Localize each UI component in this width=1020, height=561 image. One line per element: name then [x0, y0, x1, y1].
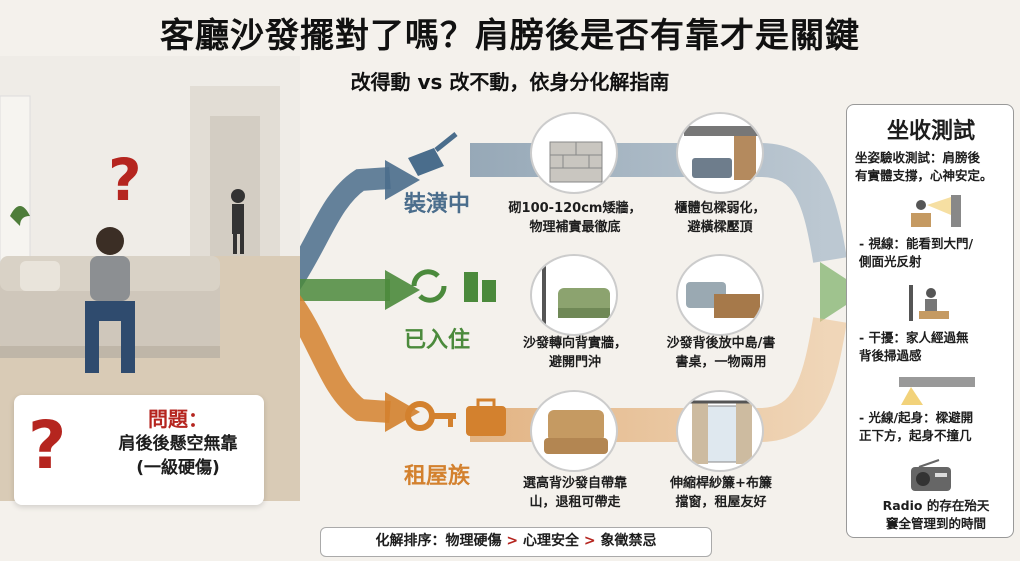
- caption-line: 擋窗，租屋友好: [675, 494, 767, 510]
- problem-line-2: (一級硬傷): [136, 457, 220, 478]
- caption-line: 沙發背後放中島/書: [666, 336, 776, 351]
- row-label-renter: 租屋族: [404, 464, 471, 489]
- test-light-standup: - 光線/起身：樑避開正下方，起身不撞几: [859, 409, 1013, 445]
- question-mark-icon: ?: [28, 407, 67, 484]
- intro-line: 有實體支撐，心神安定。: [855, 168, 993, 184]
- cabinet-beam-icon: [676, 112, 764, 194]
- island-desk-icon: [676, 254, 764, 336]
- footer-part: 心理安全: [518, 533, 584, 549]
- curtain-window-icon: [676, 390, 764, 472]
- row-label-renovating: 裝潢中: [404, 192, 471, 217]
- caption-line: 物理補實最徹底: [529, 219, 621, 235]
- test-line: - 光線/起身：樑避開: [859, 410, 974, 425]
- caption-line: 避開門沖: [548, 354, 601, 370]
- radio-icon: [911, 459, 951, 491]
- test-line: - 視線：能看到大門/: [859, 236, 974, 251]
- beam-light-icon: [899, 377, 975, 405]
- problem-line-1: 肩後後懸空無靠: [118, 434, 238, 454]
- test-line: 背後掃過感: [859, 348, 922, 364]
- caption-line: 書桌，一物兩用: [675, 354, 767, 370]
- row-label-moved-in: 已入住: [404, 328, 471, 353]
- test-line: 窶全管理到的時間: [885, 516, 986, 532]
- intro-line: 坐姿驗收測試：肩膀後: [855, 150, 981, 165]
- test-disturbance: - 干擾：家人經過無背後掃過感: [859, 329, 1009, 365]
- high-back-sofa-icon: [530, 390, 618, 472]
- person-sitting-icon: [909, 285, 949, 321]
- caption-brick-wall: 砌100-120cm矮牆， 物理補實最徹底: [508, 200, 642, 238]
- sofa-wall-icon: [530, 254, 618, 336]
- caption-line: 沙發轉向背實牆，: [522, 336, 627, 351]
- test-line: - 干擾：家人經過無: [859, 330, 969, 345]
- sight-line-icon: [911, 195, 961, 227]
- key-suitcase-icon: [405, 398, 506, 436]
- problem-description: 肩後後懸空無靠 (一級硬傷): [94, 433, 262, 481]
- footer-part: 象徵禁忌: [595, 533, 657, 549]
- caption-line: 伸縮桿紗簾+布簾: [670, 476, 772, 491]
- test-line: 正下方，起身不撞几: [859, 428, 972, 444]
- caption-line: 避橫樑壓頂: [687, 219, 753, 235]
- test-line: Radio 的存在殆天: [882, 498, 990, 513]
- caption-line: 砌100-120cm矮牆，: [508, 201, 642, 216]
- caption-line: 櫃體包樑弱化，: [674, 201, 766, 216]
- caption-high-back-sofa: 選高背沙發自帶靠山，退租可帶走: [508, 475, 642, 513]
- problem-title: 問題：: [148, 407, 208, 431]
- caption-cabinet-beam: 櫃體包樑弱化， 避橫樑壓頂: [660, 200, 780, 238]
- caption-sofa-wall: 沙發轉向背實牆， 避開門沖: [508, 335, 642, 373]
- footer-separator: >: [583, 533, 596, 549]
- test-line: 側面光反射: [859, 254, 922, 270]
- caption-line: 山，退租可帶走: [529, 494, 621, 510]
- page-subtitle: 改得動 vs 改不動，依身分化解指南: [350, 70, 670, 94]
- trowel-brick-icon: [408, 132, 458, 176]
- question-mark-icon: ?: [108, 146, 142, 214]
- page-title: 客廳沙發擺對了嗎？肩膀後是否有靠才是關鍵: [160, 16, 860, 56]
- test-sight-line: - 視線：能看到大門/側面光反射: [859, 235, 1009, 271]
- footer-part: 化解排序：物理硬傷: [375, 533, 507, 549]
- caption-curtain-window: 伸縮桿紗簾+布簾擋窗，租屋友好: [656, 475, 786, 513]
- caption-line: 選高背沙發自帶靠: [522, 476, 627, 491]
- recycle-house-icon: [411, 269, 496, 303]
- footer-separator: >: [506, 533, 519, 549]
- panel-title: 坐收測試: [886, 119, 975, 144]
- panel-intro: 坐姿驗收測試：肩膀後有實體支撐，心神安定。: [855, 149, 1011, 185]
- problem-box: ? 問題： 肩後後懸空無靠 (一級硬傷): [14, 395, 264, 505]
- caption-island-desk: 沙發背後放中島/書書桌，一物兩用: [656, 335, 786, 373]
- brick-wall-icon: [530, 112, 618, 194]
- seating-test-panel: 坐收測試 坐姿驗收測試：肩膀後有實體支撐，心神安定。 - 視線：能看到大門/側面…: [846, 104, 1014, 538]
- test-radio: Radio 的存在殆天窶全管理到的時間: [861, 497, 1011, 533]
- resolution-order-bar: 化解排序：物理硬傷 > 心理安全 > 象徵禁忌: [320, 527, 712, 557]
